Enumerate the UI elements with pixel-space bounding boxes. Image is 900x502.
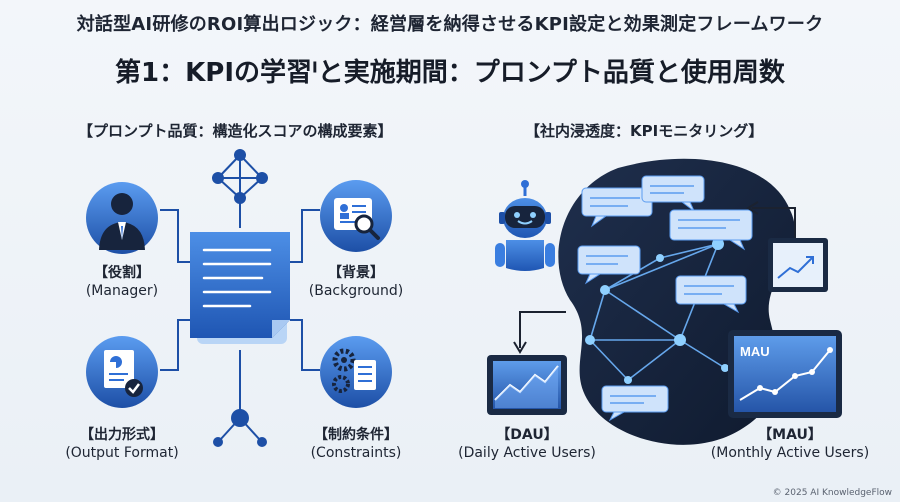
- label-mau-en: (Monthly Active Users): [710, 445, 870, 461]
- chat-bubble-icon: [577, 175, 753, 422]
- network-node-icon: [585, 238, 729, 384]
- label-output-format: 【出力形式】 (Output Format): [52, 426, 192, 462]
- label-background: 【背景】 (Background): [296, 264, 416, 300]
- flow-arrows: [513, 201, 796, 354]
- profile-magnifier-icon: [320, 180, 392, 252]
- label-output-format-jp: 【出力形式】: [80, 427, 164, 443]
- top-network-icon: [217, 154, 263, 228]
- label-background-en: (Background): [308, 283, 404, 299]
- robot-icon: [495, 180, 555, 271]
- prompt-document-icon: [190, 232, 290, 344]
- left-section-heading: 【プロンプト品質：構造化スコアの構成要素】: [78, 122, 393, 140]
- connector-lines: [160, 209, 320, 371]
- label-role: 【役割】 (Manager): [62, 264, 182, 300]
- manager-avatar-icon: [86, 182, 158, 254]
- label-constraints-en: (Constraints): [310, 445, 402, 461]
- label-mau-jp: 【MAU】: [758, 427, 822, 443]
- label-dau-jp: 【DAU】: [496, 427, 558, 443]
- document-check-icon: [86, 336, 158, 408]
- gears-checklist-icon: [320, 336, 392, 408]
- label-constraints: 【制約条件】 (Constraints): [290, 426, 422, 462]
- network-lines: [589, 243, 726, 381]
- right-section-heading: 【社内浸透度：KPIモニタリング】: [525, 122, 764, 140]
- label-dau-en: (Daily Active Users): [458, 445, 596, 461]
- label-mau: 【MAU】 (Monthly Active Users): [700, 426, 880, 462]
- label-dau: 【DAU】 (Daily Active Users): [452, 426, 602, 462]
- page-subtitle: 第1：KPIの学習ˡと実施期間：プロンプト品質と使用周数: [115, 58, 785, 88]
- dau-chart-screen: [487, 355, 567, 415]
- mau-chart-screen: MAU: [728, 330, 842, 418]
- label-background-jp: 【背景】: [328, 265, 384, 281]
- copyright-footer: © 2025 AI KnowledgeFlow: [772, 488, 892, 498]
- page-title: 対話型AI研修のROI算出ロジック：経営層を納得させるKPI設定と効果測定フレー…: [76, 14, 824, 35]
- label-role-en: (Manager): [85, 283, 159, 299]
- line-chart-icon: [768, 238, 828, 292]
- label-constraints-jp: 【制約条件】: [314, 427, 398, 443]
- mau-screen-label: MAU: [740, 344, 770, 359]
- label-role-jp: 【役割】: [94, 265, 150, 281]
- label-output-format-en: (Output Format): [65, 445, 179, 461]
